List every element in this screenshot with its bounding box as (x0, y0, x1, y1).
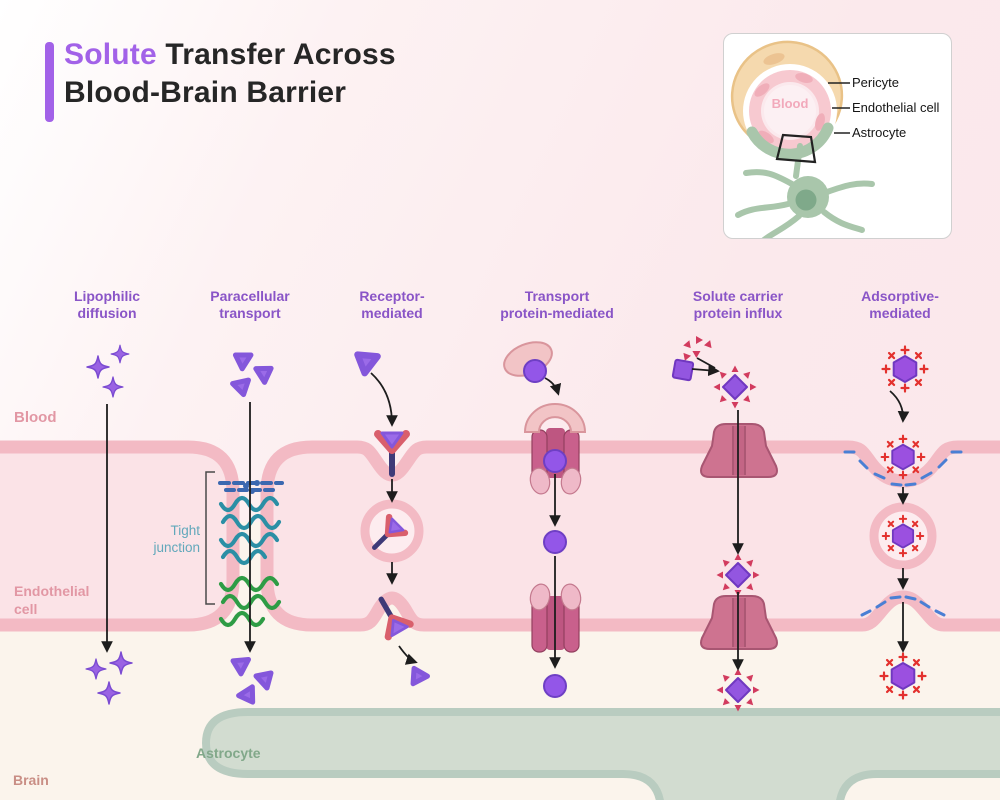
inset-leader-lines (828, 82, 850, 134)
astrocyte-nucleus (795, 189, 817, 211)
flow-arrows (101, 357, 910, 671)
zoom-region-outline (775, 133, 817, 164)
cationic-solute (881, 345, 929, 393)
title-accent-bar (45, 42, 54, 122)
endothelial-cell-label: Endothelial cell (14, 583, 90, 617)
astrocyte-label: Astrocyte (196, 745, 261, 761)
column-header-adsorptive: Adsorptive-mediated (861, 288, 939, 321)
endothelial-cell-left (0, 440, 240, 632)
column-header-receptor: Receptor-mediated (359, 288, 425, 321)
membrane-negative-charges (843, 450, 963, 617)
inset-astrocyte-label: Astrocyte (852, 125, 907, 140)
cationic-solute (879, 652, 927, 700)
tight-junction-proteins (218, 480, 284, 628)
title-line2: Blood-Brain Barrier (64, 76, 347, 109)
free-solute (543, 530, 567, 554)
astrocyte-endfoot-arc (746, 122, 834, 160)
blood-lumen (764, 85, 816, 137)
carrier-substrate (712, 364, 758, 410)
carrier-substrate (715, 552, 761, 598)
blood-region-label: Blood (14, 409, 57, 426)
carrier-substrate (715, 667, 761, 713)
solute-carrier-column (671, 336, 778, 650)
inset-pericyte-label: Pericyte (852, 75, 899, 90)
inset-endothelial-label: Endothelial cell (852, 100, 940, 115)
title-accent-word: Solute (64, 38, 157, 71)
transport-protein-column (503, 341, 587, 653)
inset-blood-label: Blood (771, 96, 809, 111)
cationic-solute (880, 434, 926, 480)
solute-molecule (523, 359, 547, 383)
title-rest: Transfer Across (165, 38, 396, 71)
brain-region-label: Brain (13, 772, 49, 788)
carrier-protein-top (700, 423, 778, 478)
tight-junction-bracket (205, 471, 215, 605)
cationic-solute (881, 514, 925, 558)
released-solute (543, 674, 567, 698)
tight-junction-label: Tight junction (153, 523, 200, 555)
page-title: Solute Transfer Across Blood-Brain Barri… (64, 36, 396, 112)
inset-art (730, 40, 875, 243)
bbb-cross-section-inset: Blood Pericyte Endothelial cell Astrocyt… (723, 33, 952, 243)
astrocyte-endfoot-shape (202, 708, 1000, 800)
